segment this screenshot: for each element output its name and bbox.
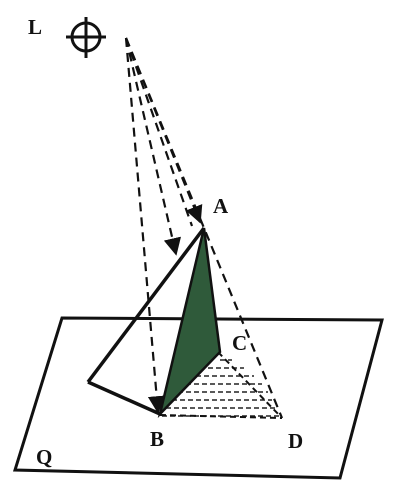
label-c: C [232, 331, 247, 355]
shaded-face-abc [157, 227, 222, 419]
ray-to-edge-1 [124, 37, 182, 256]
label-a: A [213, 194, 229, 218]
light-rays [124, 37, 284, 419]
shadow-edge-bd [159, 414, 283, 419]
ray-to-a [124, 37, 203, 224]
label-d: D [288, 429, 303, 453]
label-q: Q [36, 445, 52, 469]
ray-to-d [124, 37, 284, 419]
ray-to-edge-2 [124, 37, 194, 227]
solid-edge-top [86, 226, 206, 384]
plane-q [12, 316, 384, 480]
solid-edge-bottom [87, 380, 161, 416]
ray-to-b [124, 37, 166, 414]
label-b: B [150, 427, 164, 451]
shadow-edge-cd [217, 351, 283, 419]
crosshair-icon [66, 17, 106, 58]
label-l: L [28, 15, 42, 39]
